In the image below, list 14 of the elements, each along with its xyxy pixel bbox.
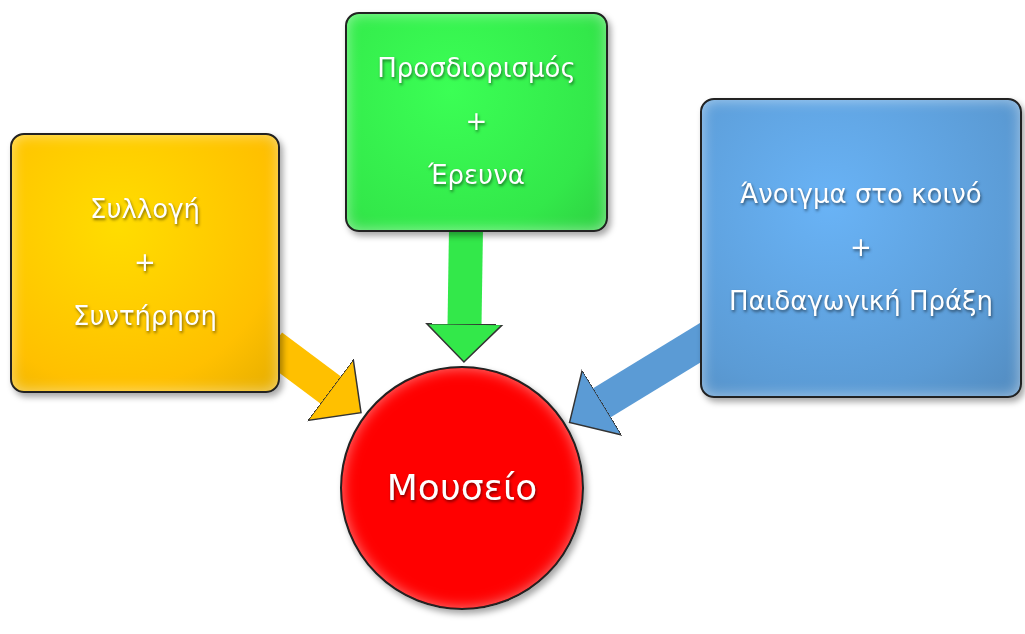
node-label: + xyxy=(134,246,156,280)
rounded-box xyxy=(10,133,280,393)
node-label: + xyxy=(850,231,872,265)
node-label: + xyxy=(465,105,488,139)
node-label: Μουσείο xyxy=(386,465,538,510)
block-arrow xyxy=(425,229,504,363)
node-label: Συλλογή xyxy=(90,193,200,227)
rounded-box xyxy=(345,12,608,232)
node-label: Άνοιγμα στο κοινό xyxy=(740,178,982,212)
node-label: Παιδαγωγική Πράξη xyxy=(728,284,994,318)
node-label: Συντήρηση xyxy=(72,299,218,333)
node-label: Προσδιορισμός xyxy=(377,52,576,86)
rounded-box xyxy=(700,98,1022,398)
node-label: Έρευνα xyxy=(428,158,525,192)
